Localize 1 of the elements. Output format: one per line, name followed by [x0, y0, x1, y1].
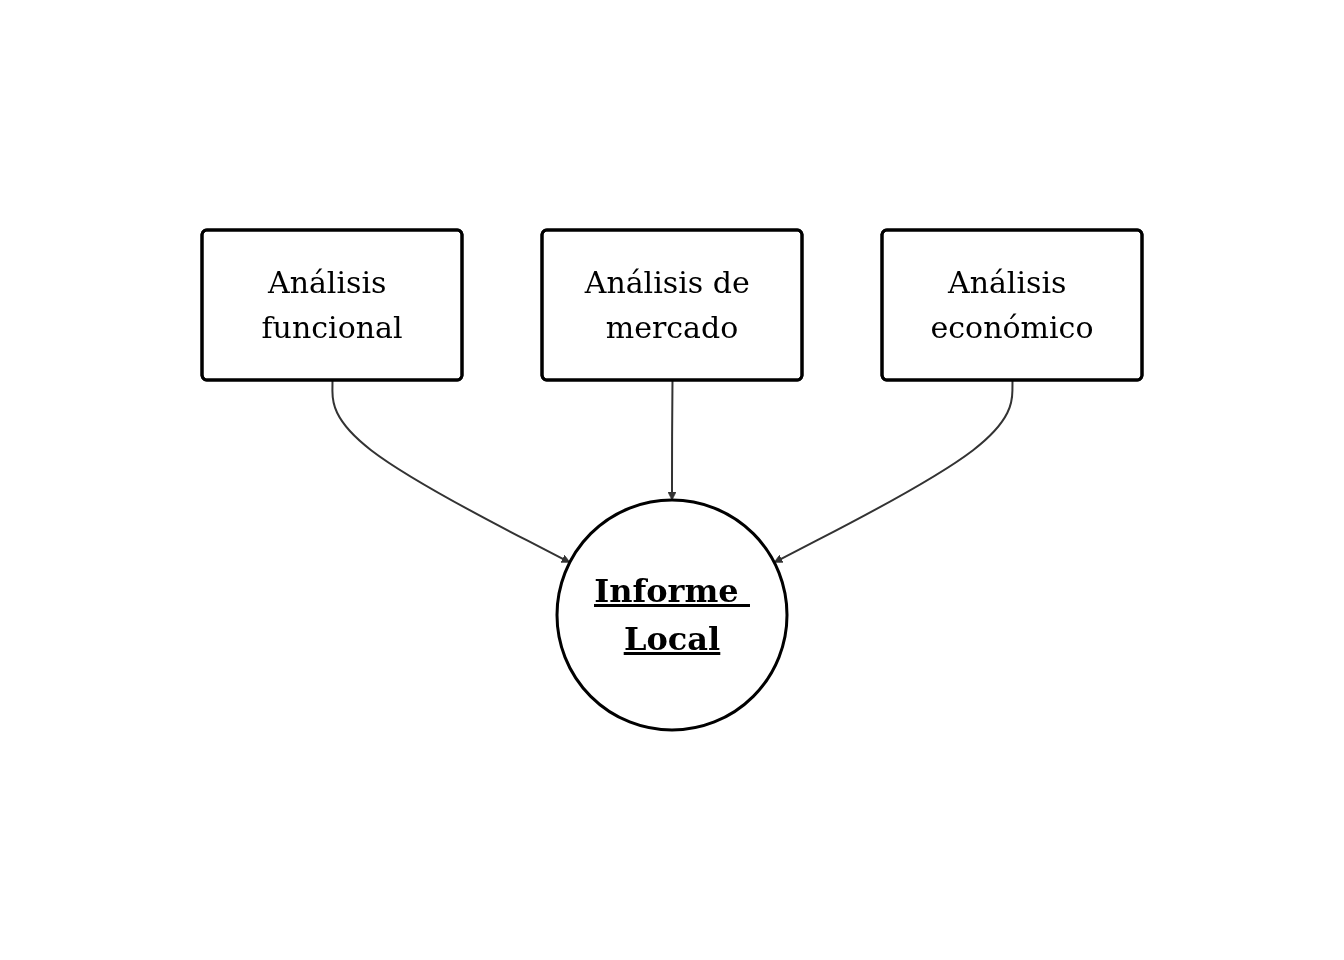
node-circle: Informe Local — [555, 498, 789, 732]
